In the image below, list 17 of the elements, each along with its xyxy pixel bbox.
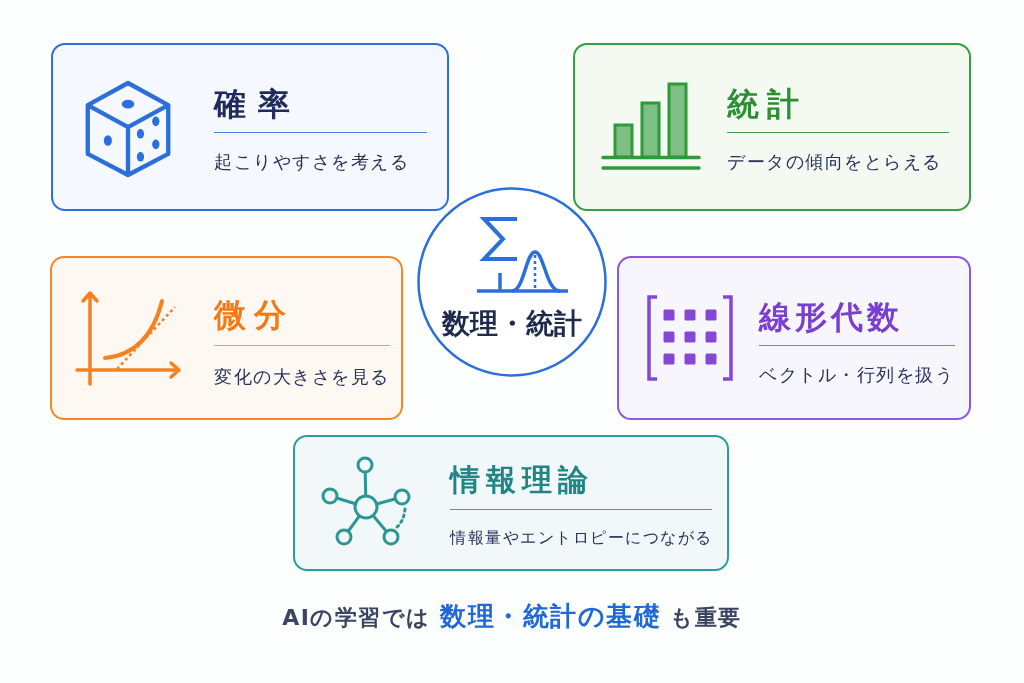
card-title: 統計 bbox=[727, 85, 807, 123]
card-description: 変化の大きさを見る bbox=[214, 365, 390, 389]
card-description: ベクトル・行列を扱う bbox=[759, 363, 954, 387]
card-description: 情報量やエントロピーにつながる bbox=[450, 527, 713, 549]
card-description: データの傾向をとらえる bbox=[727, 150, 942, 174]
card-title: 情報理論 bbox=[450, 461, 594, 499]
caption-text: AIの学習では 数理・統計の基礎 も重要 bbox=[281, 600, 743, 633]
card-description: 起こりやすさを考える bbox=[214, 150, 409, 174]
hub-title: 数理・統計 bbox=[440, 306, 583, 342]
card-title: 線形代数 bbox=[759, 298, 903, 336]
topic-card bbox=[51, 43, 449, 211]
topic-card bbox=[293, 435, 729, 571]
topic-card bbox=[573, 43, 971, 211]
topic-card bbox=[50, 256, 403, 420]
card-title: 確率 bbox=[214, 85, 302, 123]
card-title: 微分 bbox=[214, 296, 294, 334]
topic-card bbox=[617, 256, 971, 420]
